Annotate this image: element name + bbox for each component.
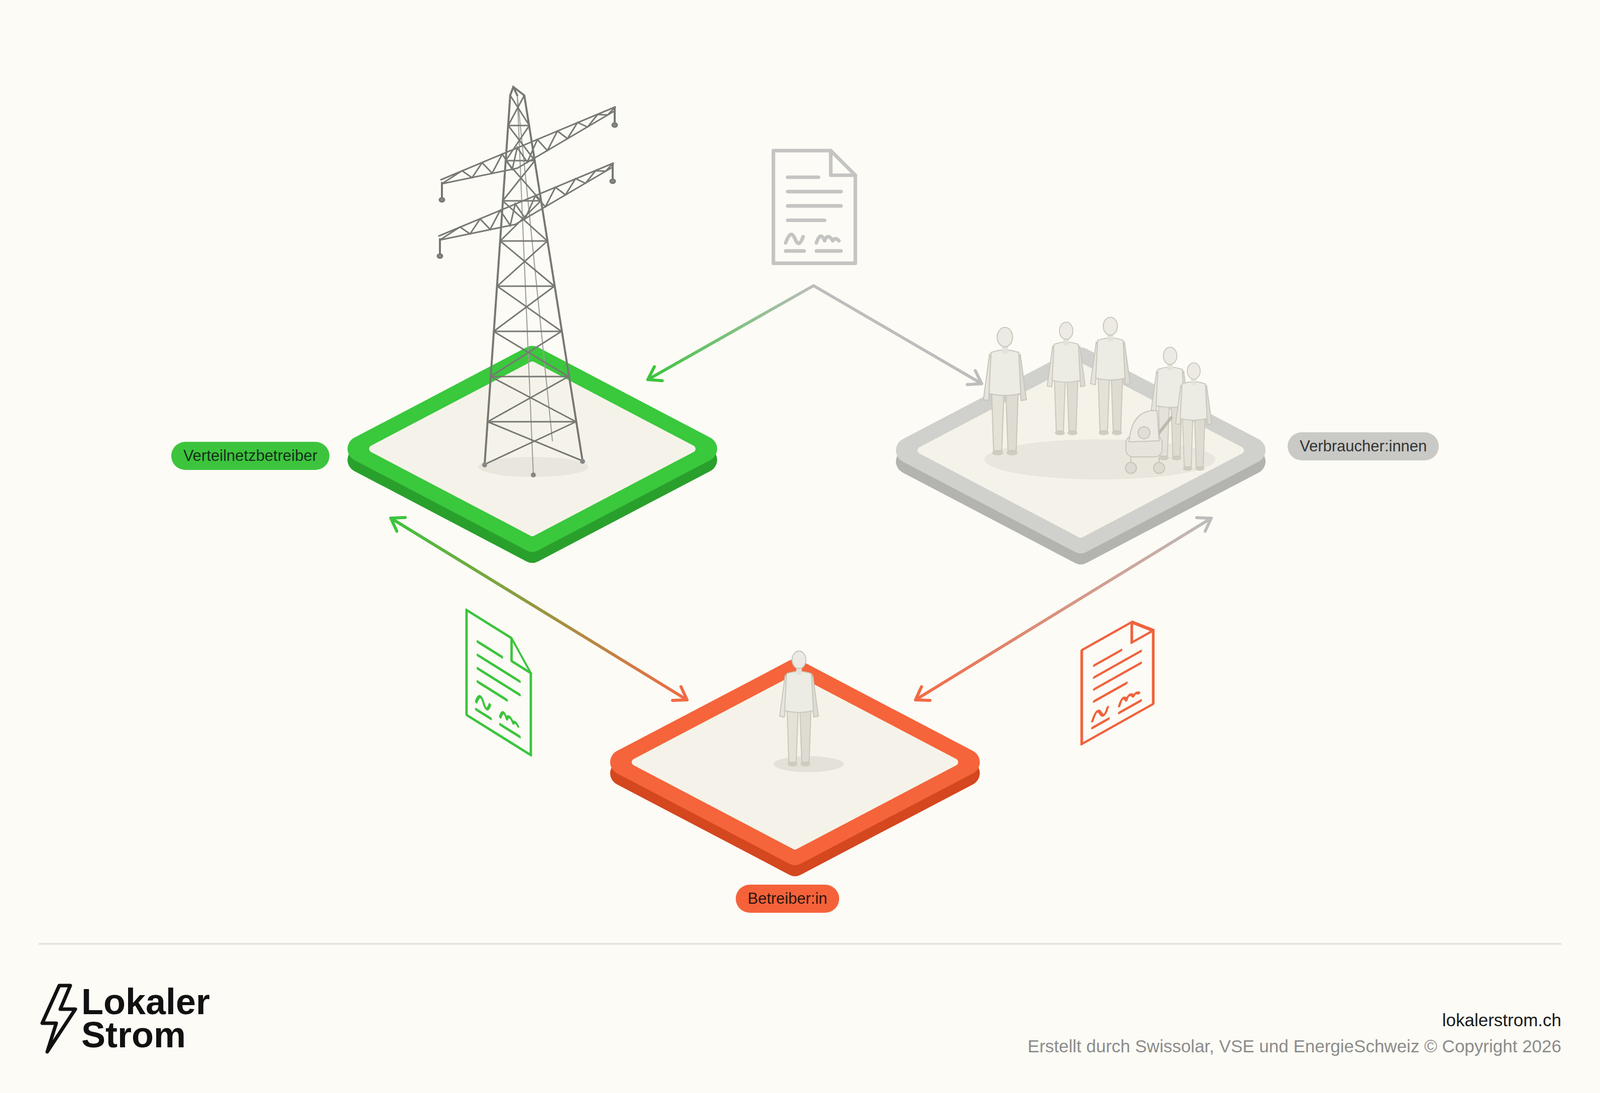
tile-node: Verbraucher:innen (895, 351, 1266, 561)
logo-bolt (42, 985, 76, 1053)
copyright-note: Erstellt durch Swissolar, VSE und Energi… (1027, 1036, 1562, 1058)
role-pill: Verbraucher:innen (1287, 432, 1439, 461)
role-pill: Verteilnetzbetreiber (171, 441, 330, 470)
stroller (1125, 410, 1172, 474)
logo-wordmark: Lokaler Strom (81, 985, 253, 1052)
role-label: Betreiber:in (747, 889, 828, 908)
power-pylon (437, 86, 618, 478)
website-url: lokalerstrom.ch (1442, 1009, 1562, 1032)
tile-node: Verteilnetzbetreiber (347, 352, 718, 557)
role-pill: Betreiber:in (735, 884, 840, 913)
contract-icon (773, 150, 856, 264)
contract-icon (466, 610, 531, 756)
operator-figure (773, 651, 844, 773)
role-label: Verbraucher:innen (1299, 437, 1427, 455)
contract-icon (1081, 610, 1154, 745)
contract-arrow (390, 518, 688, 701)
consumer-group (983, 317, 1216, 480)
tile-node: Betreiber:in (610, 665, 980, 871)
footer-rule (38, 943, 1562, 946)
contract-arrow (915, 518, 1212, 701)
contract-arrow (647, 285, 982, 384)
role-label: Verteilnetzbetreiber (183, 446, 318, 465)
